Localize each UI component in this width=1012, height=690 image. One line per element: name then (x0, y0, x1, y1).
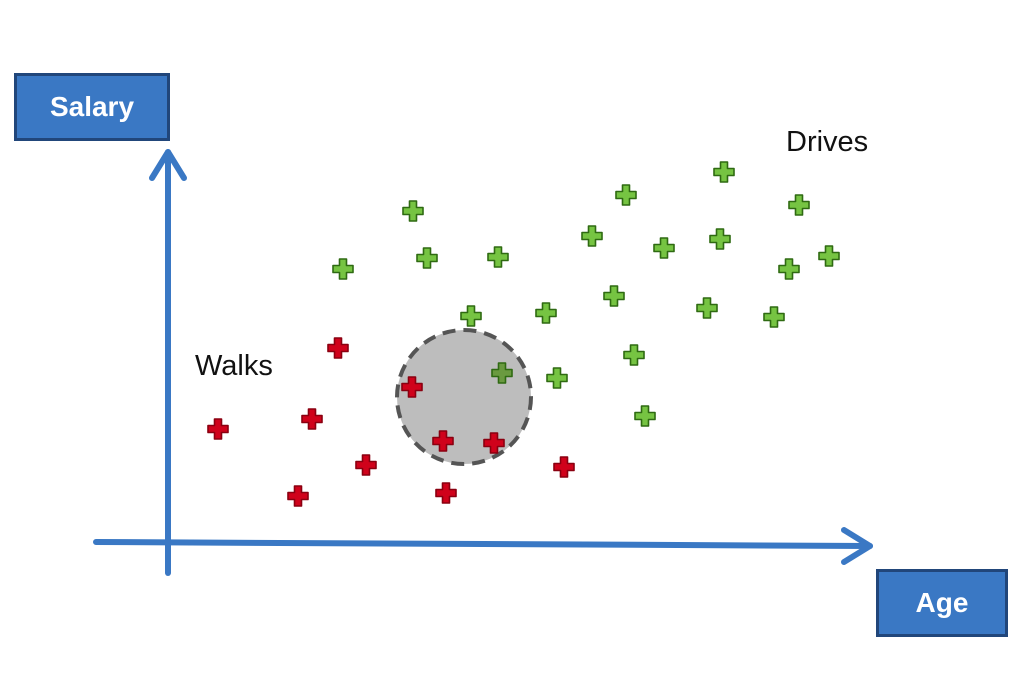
drives-point (634, 405, 656, 427)
data-points (207, 161, 840, 507)
drives-point (487, 246, 509, 268)
x-axis-line (93, 539, 873, 549)
drives-point (763, 306, 785, 328)
walks-point (432, 430, 454, 452)
x-axis-arrowhead (841, 527, 873, 565)
drives-point (788, 194, 810, 216)
walks-point (553, 456, 575, 478)
walks-point (435, 482, 457, 504)
drives-point (581, 225, 603, 247)
drives-point (603, 285, 625, 307)
drives-point (615, 184, 637, 206)
drives-point (818, 245, 840, 267)
salary-axis-label: Salary (14, 73, 170, 141)
drives-point (332, 258, 354, 280)
drives-point (491, 362, 513, 384)
drives-point (778, 258, 800, 280)
walks-point (207, 418, 229, 440)
drives-point (709, 228, 731, 250)
drives-point (696, 297, 718, 319)
walks-class-label: Walks (195, 350, 273, 382)
walks-point (287, 485, 309, 507)
walks-point (401, 376, 423, 398)
walks-point (355, 454, 377, 476)
drives-point (653, 237, 675, 259)
drives-class-label: Drives (786, 126, 869, 158)
drives-point (713, 161, 735, 183)
neighborhood-circle (395, 328, 533, 466)
walks-point (483, 432, 505, 454)
drives-point (460, 305, 482, 327)
drives-point (623, 344, 645, 366)
drives-point (546, 367, 568, 389)
drives-point (402, 200, 424, 222)
y-axis-arrowhead (149, 149, 187, 181)
drives-point (416, 247, 438, 269)
walks-point (327, 337, 349, 359)
age-axis-label: Age (876, 569, 1008, 637)
walks-point (301, 408, 323, 430)
drives-point (535, 302, 557, 324)
